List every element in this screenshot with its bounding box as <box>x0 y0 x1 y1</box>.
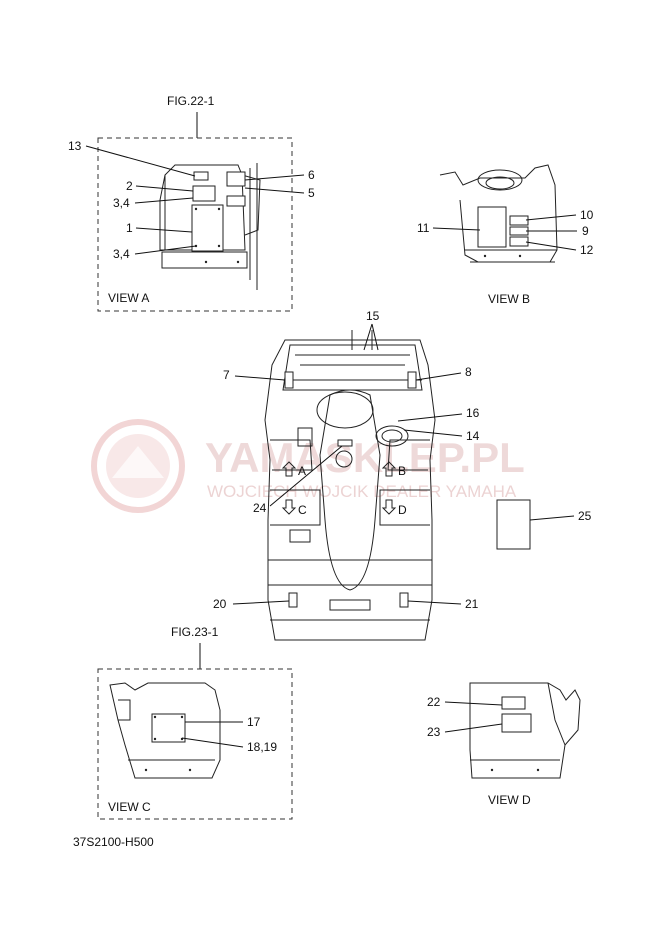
callout-21: 21 <box>465 597 479 611</box>
watermark: YAMASKLEP.PL WOJCIECH WOJCIK DEALER YAMA… <box>91 419 525 513</box>
arrow-label-c: C <box>298 503 307 517</box>
callout-14: 14 <box>466 429 480 443</box>
part-25-label-sheet <box>496 499 531 550</box>
callout-10: 10 <box>580 208 594 222</box>
view-a-label: VIEW A <box>108 291 149 305</box>
callout-7: 7 <box>223 368 230 382</box>
view-b-group: 11 10 9 12 VIEW B <box>417 164 594 306</box>
callout-12: 12 <box>580 243 594 257</box>
callout-15: 15 <box>366 309 380 323</box>
view-a-frame <box>97 137 293 312</box>
callout-13: 13 <box>68 139 82 153</box>
callout-17: 17 <box>247 715 261 729</box>
callout-1: 1 <box>126 221 133 235</box>
arrow-label-d: D <box>398 503 407 517</box>
callout-9: 9 <box>582 224 589 238</box>
view-c-label: VIEW C <box>108 800 151 814</box>
watermark-logo-icon <box>91 419 185 513</box>
view-b-part <box>439 164 558 263</box>
callout-2: 2 <box>126 179 133 193</box>
callout-22: 22 <box>427 695 441 709</box>
callout-25: 25 <box>578 509 592 523</box>
part-25-group: 25 <box>496 499 592 550</box>
arrow-label-b: B <box>398 464 406 478</box>
callout-16: 16 <box>466 406 480 420</box>
callout-8: 8 <box>465 365 472 379</box>
callout-18-19: 18,19 <box>247 740 277 754</box>
callout-23: 23 <box>427 725 441 739</box>
view-c-frame <box>97 668 293 820</box>
callout-11: 11 <box>417 221 430 235</box>
view-c-part <box>109 682 221 779</box>
fig-23-label: FIG.23-1 <box>171 625 219 639</box>
callout-3-4-top: 3,4 <box>113 196 130 210</box>
arrow-c-icon <box>281 499 297 515</box>
view-d-group: 22 23 VIEW D <box>427 682 581 807</box>
view-d-label: VIEW D <box>488 793 531 807</box>
view-d-part <box>469 682 581 779</box>
diagram-code: 37S2100-H500 <box>73 835 154 849</box>
watermark-subtitle: WOJCIECH WOJCIK DEALER YAMAHA <box>207 482 517 501</box>
callout-5: 5 <box>308 186 315 200</box>
watermark-title: YAMASKLEP.PL <box>205 434 525 481</box>
arrow-a-icon <box>281 461 297 477</box>
callout-6: 6 <box>308 168 315 182</box>
atv-top-view: A C B D 15 7 8 16 14 24 20 21 <box>213 309 480 641</box>
fig-22-label: FIG.22-1 <box>167 94 215 108</box>
view-a-group: FIG.22-1 13 2 3,4 1 3,4 6 <box>68 94 315 312</box>
view-b-label: VIEW B <box>488 292 530 306</box>
callout-24: 24 <box>253 501 267 515</box>
view-a-part <box>159 163 261 290</box>
view-c-group: FIG.23-1 17 18,19 VIEW C <box>97 625 293 820</box>
arrow-b-icon <box>381 461 397 477</box>
arrow-d-icon <box>381 499 397 515</box>
callout-20: 20 <box>213 597 227 611</box>
callout-3-4-bottom: 3,4 <box>113 247 130 261</box>
arrow-label-a: A <box>298 464 306 478</box>
